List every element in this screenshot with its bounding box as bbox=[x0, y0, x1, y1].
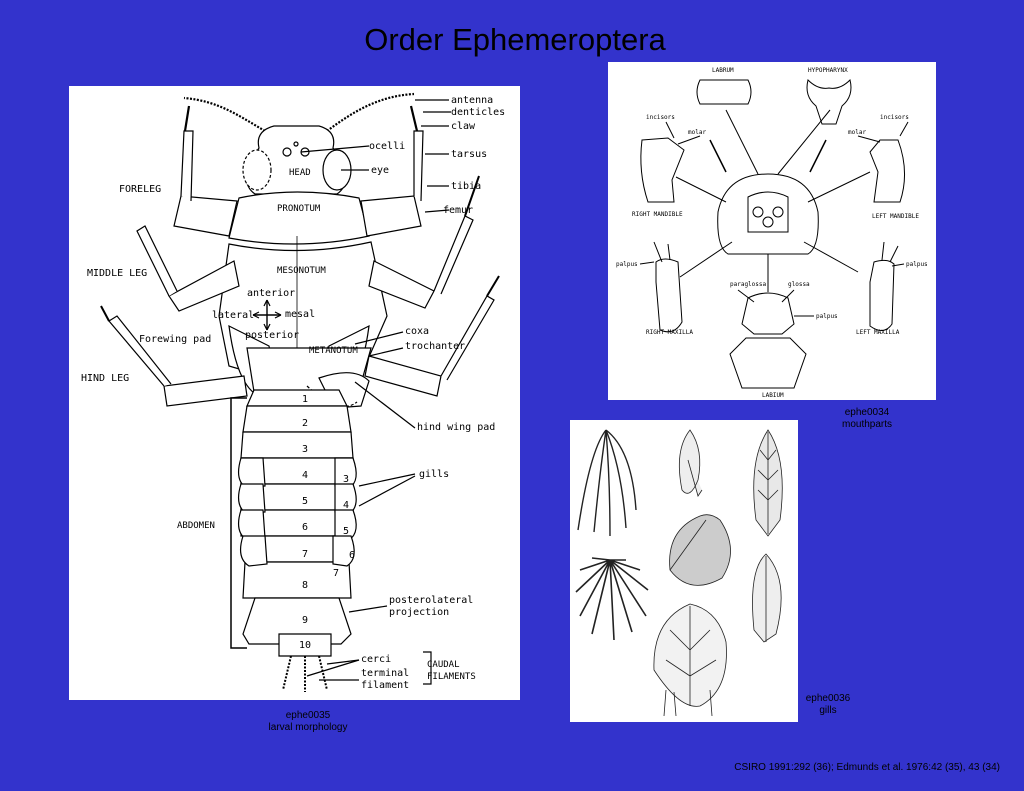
mouthparts-figure: LABRUM HYPOPHARYNX incisors molar inciso… bbox=[608, 62, 936, 400]
label-metanotum: METANOTUM bbox=[309, 346, 358, 356]
caption-gills: ephe0036 gills bbox=[768, 693, 888, 717]
caption-id: ephe0034 bbox=[844, 407, 890, 418]
caption-id: ephe0035 bbox=[285, 710, 331, 721]
label-projection: projection bbox=[389, 607, 449, 618]
label-posterior: posterior bbox=[245, 330, 299, 341]
gills-figure bbox=[570, 420, 798, 722]
label-trochanter: trochanter bbox=[405, 341, 465, 352]
segment-number: 8 bbox=[302, 580, 308, 591]
label-antenna: antenna bbox=[451, 95, 493, 106]
label-labium: LABIUM bbox=[762, 392, 784, 399]
segment-number: 4 bbox=[302, 470, 308, 481]
segment-number: 3 bbox=[302, 444, 308, 455]
label-left-maxilla: LEFT MAXILLA bbox=[856, 329, 900, 336]
caption-mouthparts: ephe0034 mouthparts bbox=[810, 407, 924, 431]
label-middle-leg: MIDDLE LEG bbox=[87, 268, 147, 279]
label-lateral: lateral bbox=[212, 310, 254, 321]
label-left-mandible: LEFT MANDIBLE bbox=[872, 213, 919, 220]
source-credit: CSIRO 1991:292 (36); Edmunds et al. 1976… bbox=[734, 762, 1000, 773]
label-femur: femur bbox=[443, 205, 473, 216]
gill-number: 4 bbox=[343, 500, 349, 511]
segment-number: 9 bbox=[302, 615, 308, 626]
label-glossa: glossa bbox=[788, 281, 810, 288]
gill-number: 3 bbox=[343, 474, 349, 485]
label-right-maxilla: RIGHT MAXILLA bbox=[646, 329, 693, 336]
caption-text: mouthparts bbox=[841, 419, 893, 430]
label-palpus-labium: palpus bbox=[816, 313, 838, 320]
segment-number: 5 bbox=[302, 496, 308, 507]
label-hind-leg: HIND LEG bbox=[81, 373, 129, 384]
label-caudal: CAUDAL bbox=[427, 660, 460, 670]
slide-title: Order Ephemeroptera bbox=[364, 22, 666, 57]
segment-number: 6 bbox=[302, 522, 308, 533]
label-cerci: cerci bbox=[361, 654, 391, 665]
label-pronotum: PRONOTUM bbox=[277, 204, 321, 214]
caption-larval-morphology: ephe0035 larval morphology bbox=[248, 710, 368, 734]
label-molar-right: molar bbox=[848, 129, 866, 136]
label-mesonotum: MESONOTUM bbox=[277, 266, 326, 276]
segment-number: 10 bbox=[299, 640, 311, 651]
label-tarsus: tarsus bbox=[451, 149, 487, 160]
label-claw: claw bbox=[451, 121, 476, 132]
label-gills: gills bbox=[419, 469, 449, 480]
gill-number: 6 bbox=[349, 550, 355, 561]
label-filament: filament bbox=[361, 680, 409, 691]
label-paraglossa: paraglossa bbox=[730, 281, 767, 288]
label-right-mandible: RIGHT MANDIBLE bbox=[632, 211, 683, 218]
label-palpus-right: palpus bbox=[906, 261, 928, 268]
label-denticles: denticles bbox=[451, 107, 505, 118]
label-incisors-left: incisors bbox=[646, 114, 675, 121]
segment-number: 7 bbox=[302, 549, 308, 560]
label-ocelli: ocelli bbox=[369, 141, 405, 152]
label-tibia: tibia bbox=[451, 181, 481, 192]
gill-number: 7 bbox=[333, 568, 339, 579]
label-filaments: FILAMENTS bbox=[427, 672, 476, 682]
label-terminal: terminal bbox=[361, 668, 409, 679]
label-anterior: anterior bbox=[247, 288, 295, 299]
segment-number: 1 bbox=[302, 394, 308, 405]
gill-number: 5 bbox=[343, 526, 349, 537]
label-forewing-pad: Forewing pad bbox=[139, 334, 211, 345]
caption-text: gills bbox=[819, 705, 837, 716]
larval-morphology-figure: antenna denticles claw ocelli eye tarsus… bbox=[69, 86, 520, 700]
label-head: HEAD bbox=[289, 168, 311, 178]
caption-id: ephe0036 bbox=[805, 693, 851, 704]
label-mesal: mesal bbox=[285, 309, 315, 320]
label-hypopharynx: HYPOPHARYNX bbox=[808, 67, 848, 74]
label-posterolateral: posterolateral bbox=[389, 595, 473, 606]
label-eye: eye bbox=[371, 165, 389, 176]
label-abdomen: ABDOMEN bbox=[177, 521, 215, 531]
label-molar-left: molar bbox=[688, 129, 706, 136]
label-coxa: coxa bbox=[405, 326, 429, 337]
gill-illustration bbox=[575, 429, 783, 717]
label-palpus-left: palpus bbox=[616, 261, 638, 268]
label-foreleg: FORELEG bbox=[119, 184, 161, 195]
segment-number: 2 bbox=[302, 418, 308, 429]
label-hind-wing-pad: hind wing pad bbox=[417, 422, 495, 433]
label-incisors-right: incisors bbox=[880, 114, 909, 121]
caption-text: larval morphology bbox=[268, 722, 348, 733]
label-labrum: LABRUM bbox=[712, 67, 734, 74]
